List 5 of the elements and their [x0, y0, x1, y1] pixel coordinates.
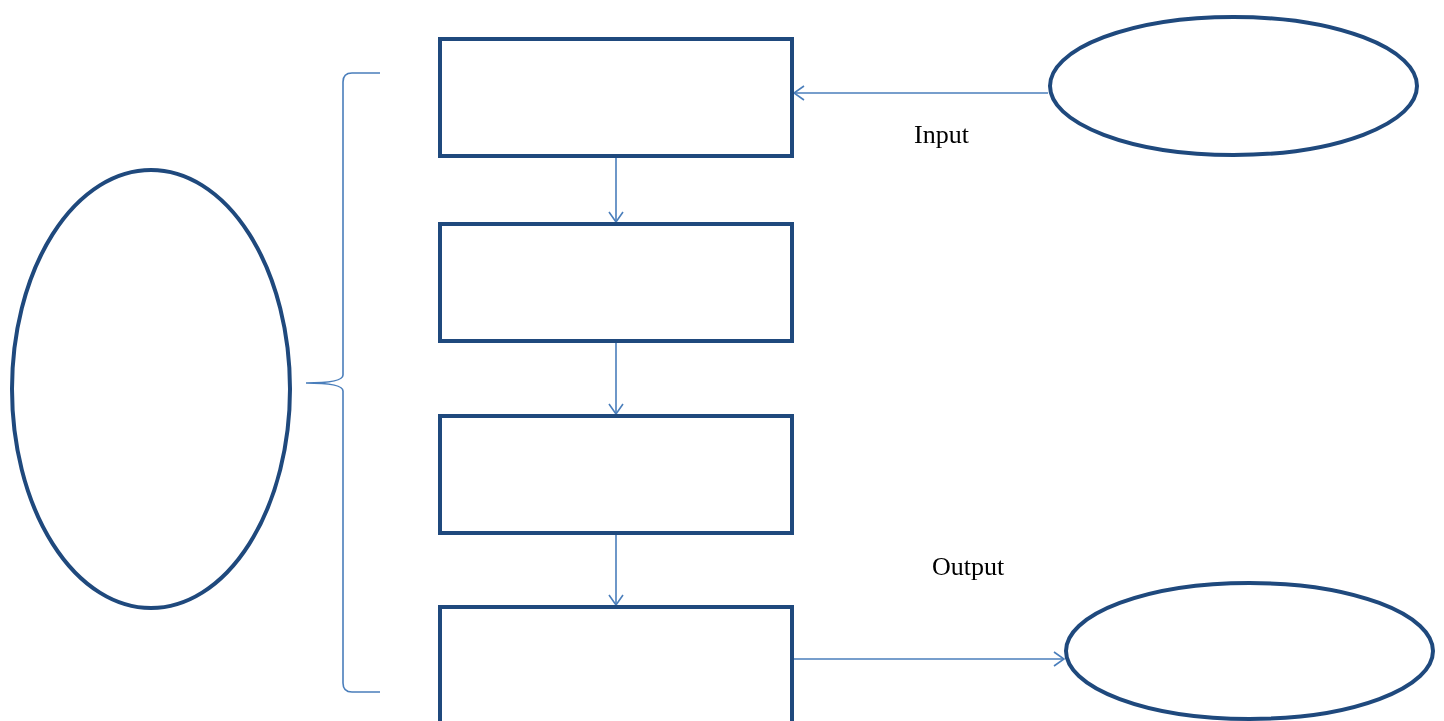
arrow: [793, 651, 1065, 667]
arrow: [608, 157, 624, 223]
arrow: [608, 342, 624, 415]
arrow: [608, 534, 624, 606]
arrow: [793, 85, 1049, 101]
